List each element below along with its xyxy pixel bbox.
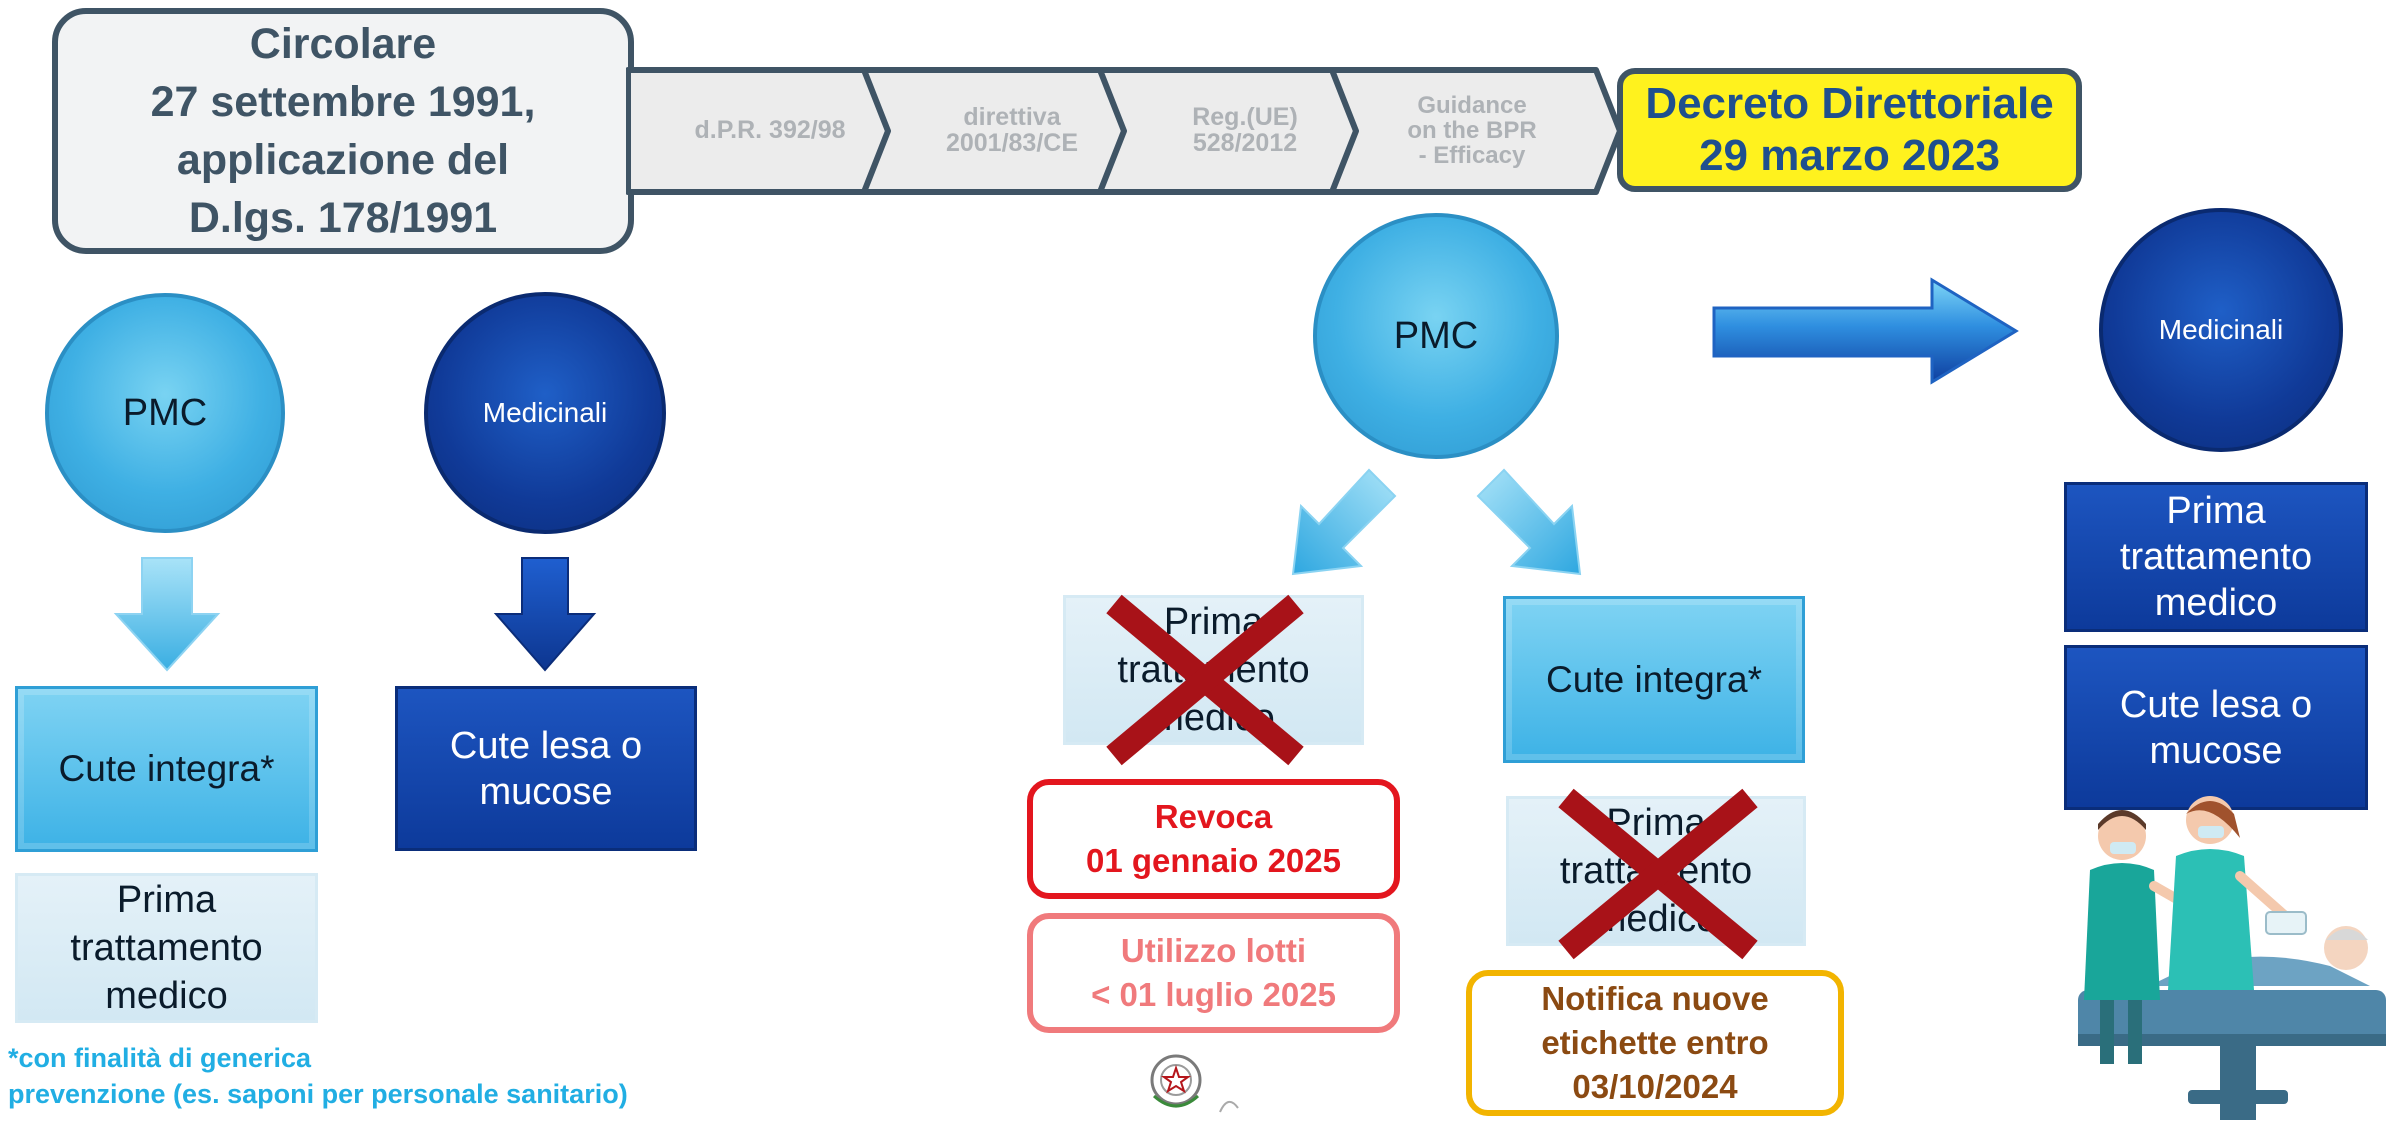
left-medicinali-circle: Medicinali <box>424 292 666 534</box>
cross-icon <box>1106 594 1304 766</box>
middle-cute-integra-box: Cute integra* <box>1503 596 1805 763</box>
right-cute-lesa-line1: Cute lesa o <box>2119 683 2313 726</box>
chevron-separator-1 <box>861 68 891 194</box>
timeline-step-1: d.P.R. 392/98 <box>660 68 880 192</box>
circolare-line4: D.lgs. 178/1991 <box>188 194 498 242</box>
timeline-chevrons <box>626 67 1623 195</box>
revoca-line2: 01 gennaio 2025 <box>1086 842 1341 879</box>
timeline-step-4-line3: - Efficacy <box>1418 141 1526 169</box>
left-cute-integra-box: Cute integra* <box>15 686 318 852</box>
footnote: *con finalità di generica prevenzione (e… <box>8 1040 828 1112</box>
timeline-step-3: Reg.(UE) 528/2012 <box>1140 68 1350 192</box>
right-prima-box: Prima trattamento medico <box>2064 482 2368 632</box>
arrow-down-icon <box>113 557 221 672</box>
circolare-line3: applicazione del <box>176 136 510 184</box>
left-cute-integra-label: Cute integra* <box>58 748 275 789</box>
timeline-step-4-line1: Guidance <box>1417 91 1527 119</box>
left-prima-box: Prima trattamento medico <box>15 873 318 1023</box>
middle-cute-integra-label: Cute integra* <box>1546 658 1762 700</box>
chevron-separator-3 <box>1329 68 1359 194</box>
decreto-box: Decreto Direttoriale 29 marzo 2023 <box>1617 68 2082 192</box>
right-prima-line3: medico <box>2154 582 2278 624</box>
circolare-line1: Circolare <box>249 20 437 68</box>
left-prima-line1: Prima <box>116 879 217 921</box>
revoca-box: Revoca 01 gennaio 2025 <box>1027 779 1400 899</box>
right-cute-lesa-box: Cute lesa o mucose <box>2064 645 2368 810</box>
left-cute-lesa-line2: mucose <box>479 770 613 813</box>
arrow-down-icon <box>493 557 597 672</box>
circolare-box: Circolare 27 settembre 1991, applicazion… <box>52 8 634 254</box>
left-pmc-circle: PMC <box>45 293 285 533</box>
left-cute-lesa-box: Cute lesa o mucose <box>395 686 697 851</box>
timeline-step-2: direttiva 2001/83/CE <box>904 68 1120 192</box>
left-prima-line2: trattamento <box>70 927 263 969</box>
left-medicinali-label: Medicinali <box>482 397 608 428</box>
timeline-step-2-line2: 2001/83/CE <box>945 129 1079 157</box>
timeline-step-4: Guidance on the BPR - Efficacy <box>1372 68 1572 192</box>
chevron-separator-2 <box>1097 68 1127 194</box>
timeline-step-1-text: d.P.R. 392/98 <box>694 116 846 144</box>
middle-pmc-label: PMC <box>1393 314 1479 357</box>
notifica-line1: Notifica nuove <box>1541 980 1769 1017</box>
middle-prima-struck-box: Prima trattamento medico <box>1063 595 1364 745</box>
timeline-step-2-line1: direttiva <box>963 103 1061 131</box>
decreto-line2: 29 marzo 2023 <box>1699 131 2000 180</box>
notifica-line2: etichette entro <box>1541 1024 1769 1061</box>
footnote-line2: prevenzione (es. saponi per personale sa… <box>8 1079 628 1109</box>
notifica-box: Notifica nuove etichette entro 03/10/202… <box>1466 970 1844 1116</box>
right-prima-line2: trattamento <box>2119 536 2313 578</box>
timeline-step-3-line1: Reg.(UE) <box>1192 103 1298 131</box>
footnote-line1: *con finalità di generica <box>8 1043 312 1073</box>
decreto-line1: Decreto Direttoriale <box>1645 79 2054 128</box>
cross-icon <box>1558 788 1758 960</box>
timeline-step-3-line2: 528/2012 <box>1192 129 1298 157</box>
arrow-down-right-icon <box>1476 468 1582 576</box>
utilizzo-box: Utilizzo lotti < 01 luglio 2025 <box>1027 913 1400 1033</box>
right-cute-lesa-line2: mucose <box>2149 729 2283 772</box>
circolare-line2: 27 settembre 1991, <box>150 78 536 126</box>
left-cute-lesa-line1: Cute lesa o <box>449 724 643 767</box>
arrow-down-left-icon <box>1291 468 1397 576</box>
middle-pmc-circle: PMC <box>1313 213 1559 459</box>
medical-staff-illustration <box>2078 796 2386 1120</box>
timeline-step-4-line2: on the BPR <box>1407 116 1537 144</box>
right-medicinali-label: Medicinali <box>2158 314 2284 345</box>
right-medicinali-circle: Medicinali <box>2099 208 2343 452</box>
right-prima-line1: Prima <box>2166 490 2266 532</box>
left-prima-line3: medico <box>105 975 228 1017</box>
utilizzo-line2: < 01 luglio 2025 <box>1091 976 1336 1013</box>
revoca-line1: Revoca <box>1154 798 1273 835</box>
notifica-line3: 03/10/2024 <box>1572 1068 1738 1105</box>
republic-emblem-icon <box>1150 1054 1239 1113</box>
left-pmc-label: PMC <box>122 391 208 434</box>
utilizzo-line1: Utilizzo lotti <box>1120 932 1307 969</box>
arrow-right-icon <box>1712 277 2019 385</box>
